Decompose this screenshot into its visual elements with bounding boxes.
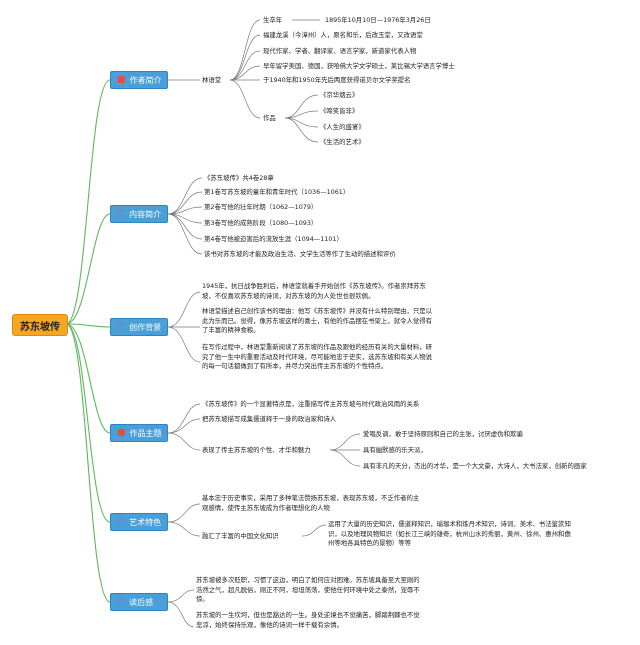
theme-trait: 具有非凡的天分，杰出的才华，是一个大文豪，大诗人，大书法家，创新的画家 [363, 462, 587, 470]
author-work: 《生活的艺术》 [320, 138, 365, 146]
author-life: 1895年10月10日—1976年3月26日 [325, 16, 431, 24]
heart-icon: ♡ [117, 517, 126, 527]
content-item: 《苏东坡传》共4卷28章 [204, 174, 274, 182]
features-knowledge-label: 融汇了丰富的中国文化知识 [202, 532, 279, 540]
branch-author[interactable]: ■ 作者简介 [110, 71, 168, 89]
content-item: 第1卷写苏东坡的童年和青年时代（1036—1061） [204, 188, 350, 196]
features-knowledge: 运用了大量的历史知识，儒道释知识，瑜珈术和炼丹术知识，诗词、美术、书法鉴赏知识，… [328, 520, 571, 548]
branch-review-label: 读后感 [129, 597, 154, 607]
branch-background[interactable]: ♡ 创作背景 [110, 318, 168, 336]
branch-content[interactable]: ♡ 内容简介 [110, 205, 168, 223]
heart-icon: ♡ [117, 322, 126, 332]
background-para: 在写作过程中，林语堂重新阅读了苏东坡的作品及跟他的经历有关的大量材料，研究了他一… [202, 343, 433, 371]
author-works-label: 作品 [263, 114, 276, 122]
features-para: 基本忠于历史事实，采用了多种笔法赞扬苏东坡，表现苏东坡，不乏作者的主观感情，使传… [202, 494, 420, 512]
square-icon: ■ [117, 75, 126, 85]
branch-author-label: 作者简介 [129, 75, 162, 85]
author-fact: 于1940年和1950年先后两度获得诺贝尔文学奖提名 [263, 76, 411, 84]
branch-theme[interactable]: ■ 作品主题 [110, 424, 168, 442]
background-para: 林语堂描述自己创作该书的理由：他写《苏东坡传》并没有什么特别理由，只是以此为乐而… [202, 307, 433, 335]
square-icon: ■ [117, 428, 126, 438]
background-para: 1945年，抗日战争胜利后，林语堂就着手开始创作《苏东坡传》。作者崇拜苏东坡，不… [202, 282, 426, 300]
root-node[interactable]: 苏东坡传 [12, 314, 68, 336]
author-fact: 福建龙溪（今漳州）人，原名和乐，后改玉堂，又改语堂 [263, 31, 423, 39]
author-work: 《人生的盛宴》 [320, 123, 365, 131]
content-item: 第4卷写他被迫害后的流放生涯（1094—1101） [204, 235, 343, 243]
heart-icon: ♡ [117, 597, 126, 607]
theme-trait: 具有幽默感的乐天派， [363, 446, 427, 454]
content-item: 第3卷写他的成熟阶段（1080—1093） [204, 219, 318, 227]
theme-item: 《苏东坡传》的一个显著特点是，注重描写传主苏东坡与时代政治风雨的关系 [202, 400, 420, 408]
review-para: 苏东坡被多次贬职，习惯了这边，明白了如何应对困难。苏东坡具备至大至刚的浩然之气，… [196, 576, 420, 604]
author-life-label: 生卒年 [263, 16, 283, 24]
review-para: 苏东坡的一生坎坷，但也是豁达的一生。身处逆境也不觉痛苦，脚踏荆棘也不觉悲凉，始终… [196, 611, 420, 629]
branch-features[interactable]: ♡ 艺术特色 [110, 513, 168, 531]
author-work: 《啼笑皆非》 [320, 107, 359, 115]
author-fact: 现代作家、学者、翻译家、语言学家，新道家代表人物 [263, 47, 417, 55]
theme-personality-label: 表现了传主苏东坡的个性、才华和魅力 [202, 446, 311, 454]
author-work: 《京华烟云》 [320, 91, 359, 99]
branch-theme-label: 作品主题 [129, 428, 162, 438]
theme-trait: 爱唱反调，敢于坚持原则和自己的主张，讨厌虚伪和欺骗 [363, 430, 523, 438]
content-item: 第2卷写他的壮年时期（1062—1079） [204, 203, 318, 211]
content-item: 该书对苏东坡的才能及政治生活、文学生活等作了生动的描述和评价 [204, 250, 396, 258]
branch-content-label: 内容简介 [129, 209, 162, 219]
branch-review[interactable]: ♡ 读后感 [110, 593, 168, 611]
heart-icon: ♡ [117, 209, 126, 219]
branch-background-label: 创作背景 [129, 322, 162, 332]
author-name: 林语堂 [202, 76, 222, 84]
author-fact: 早年留学美国、德国，获哈佛大学文学硕士，莱比锡大学语言学博士 [263, 62, 455, 70]
theme-item: 把苏东坡描写成集儒道释于一身的政治家和诗人 [202, 415, 337, 423]
branch-features-label: 艺术特色 [129, 517, 162, 527]
